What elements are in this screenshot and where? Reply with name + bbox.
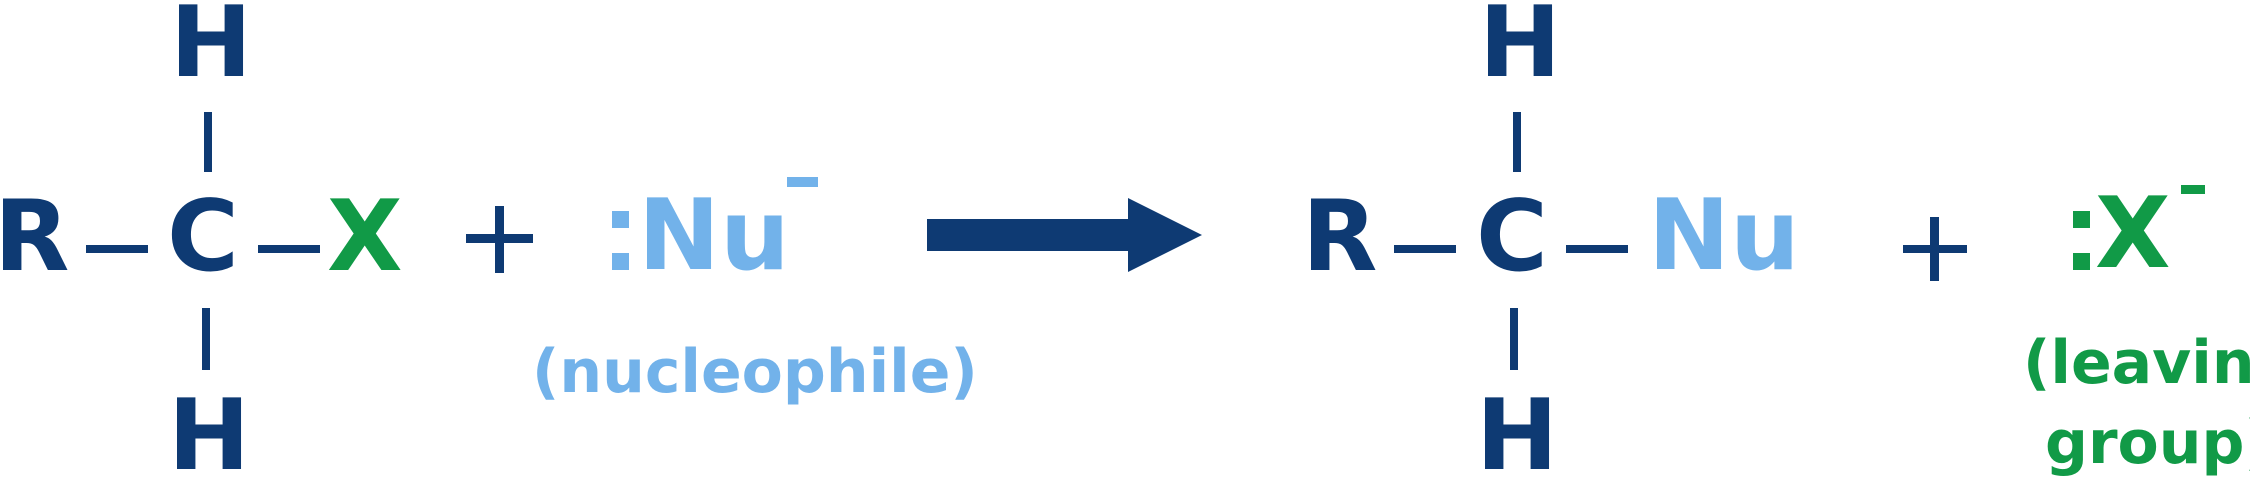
leaving-group-caption-line2: group): [2045, 408, 2250, 478]
leaving-group-symbol: X: [2095, 177, 2171, 291]
reactant-hydrogen-top: H: [170, 0, 253, 100]
product-bond-c-nu: [1566, 245, 1628, 253]
reactant-bond-top: [204, 112, 212, 172]
nucleophile-charge: [787, 177, 818, 187]
lone-pair-dot-top: [612, 211, 629, 228]
reactant-bond-c-x: [258, 245, 320, 253]
reactant-bond-r-c: [86, 245, 148, 253]
plus-sign-1-vertical: [495, 206, 504, 273]
nucleophile-symbol: Nu: [638, 179, 790, 293]
reactant-halogen: X: [327, 180, 403, 294]
product-carbon: C: [1476, 180, 1548, 294]
reactant-bond-bottom: [202, 308, 210, 370]
nucleophile-caption: (nucleophile): [532, 337, 978, 407]
reaction-arrow-head: [1128, 198, 1202, 272]
lone-pair-dot-bottom: [2073, 253, 2090, 270]
product-bond-top: [1513, 112, 1521, 172]
reaction-arrow-shaft: [927, 219, 1132, 251]
product-nucleophile: Nu: [1648, 179, 1800, 293]
reactant-r-group: R: [0, 180, 70, 294]
lone-pair-dot-top: [2073, 211, 2090, 228]
product-r-group: R: [1302, 180, 1378, 294]
reactant-hydrogen-bottom: H: [168, 379, 251, 493]
product-hydrogen-top: H: [1479, 0, 1562, 100]
plus-sign-2-vertical: [1930, 217, 1939, 281]
product-bond-bottom: [1510, 308, 1518, 370]
lone-pair-dot-bottom: [612, 253, 629, 270]
reactant-carbon: C: [167, 180, 239, 294]
product-hydrogen-bottom: H: [1476, 379, 1559, 493]
product-bond-r-c: [1394, 245, 1456, 253]
leaving-group-charge: [2181, 185, 2205, 194]
